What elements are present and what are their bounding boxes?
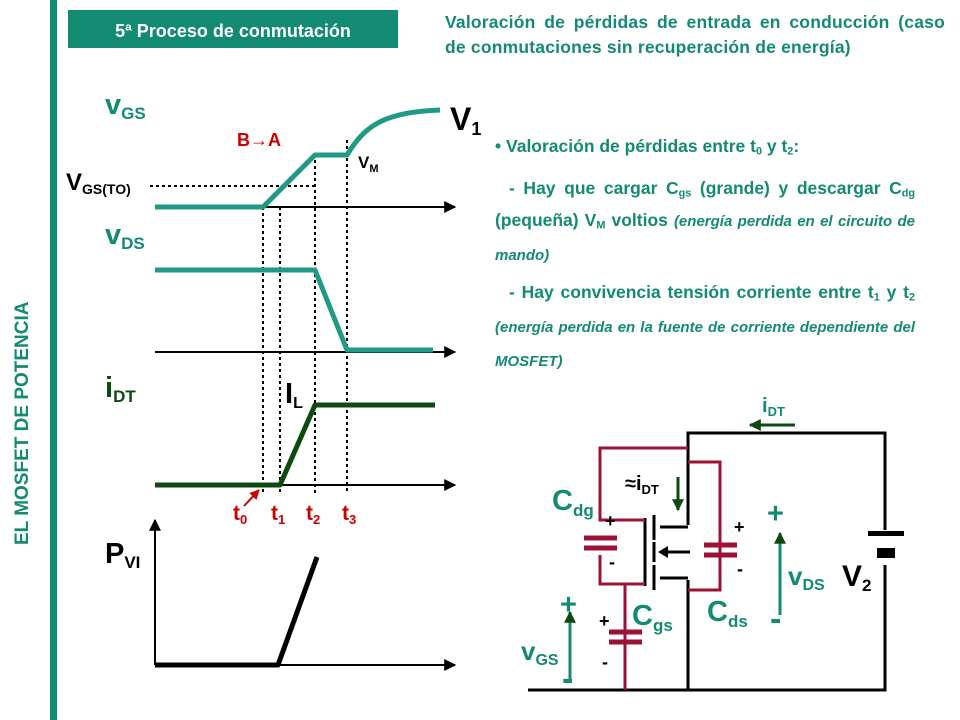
circuit-wires	[528, 431, 887, 692]
bullet-paragraph-1: - Hay que cargar Cgs (grande) y descarga…	[495, 178, 915, 264]
sign-cds-minus: -	[737, 559, 743, 579]
label-pvi: PVI	[105, 538, 140, 572]
label-circuit-vgs: vGS	[521, 636, 559, 669]
label-vgs: vGS	[105, 89, 146, 123]
label-v2: V2	[842, 560, 871, 595]
wire-battery-bottom	[528, 565, 887, 692]
wire-cds	[688, 460, 722, 592]
sign-cds-plus: +	[734, 517, 745, 537]
label-t1: t1	[271, 502, 285, 527]
bullet-paragraph-2: - Hay convivencia tensión corriente entr…	[495, 282, 915, 370]
waveforms	[155, 107, 441, 668]
capacitor-cds	[704, 542, 737, 558]
substrate-arrow-head	[658, 546, 668, 558]
label-idt: iDT	[105, 372, 136, 406]
label-cgs: Cgs	[632, 600, 673, 635]
label-vm: VM	[358, 153, 379, 175]
bullet-list: • Valoración de pérdidas entre t0 y t2: …	[495, 130, 915, 382]
circuit-capacitor-wires	[598, 446, 722, 690]
wire-cdg-bottom	[598, 555, 625, 586]
label-v1: V1	[450, 101, 481, 139]
label-ba: B→A	[237, 130, 281, 150]
sign-vgs-plus: +	[560, 589, 577, 621]
waveform-pvi	[155, 556, 320, 668]
sign-cgs-minus: -	[602, 652, 608, 672]
time-markers	[150, 140, 348, 493]
waveform-vgs	[155, 107, 441, 210]
sign-vgs-minus: -	[562, 660, 573, 698]
sign-cdg-plus: +	[605, 511, 616, 531]
label-circuit-idt-approx: ≈iDT	[625, 473, 659, 497]
label-vds: vDS	[105, 219, 145, 253]
capacitor-cgs	[609, 629, 642, 645]
label-il: IL	[285, 378, 303, 412]
battery-v2	[868, 531, 904, 558]
t0-pointer-arrow	[243, 489, 260, 507]
label-circuit-vds: vDS	[788, 561, 825, 594]
wire-top-loop	[686, 431, 887, 530]
waveform-vds	[155, 267, 433, 353]
capacitor-cdg	[584, 535, 617, 551]
label-t3: t3	[342, 502, 356, 527]
side-accent-bar	[50, 0, 57, 720]
section-title: 5ª Proceso de conmutación	[68, 10, 398, 48]
sign-cgs-plus: +	[599, 611, 610, 631]
label-circuit-idt-top: iDT	[762, 395, 785, 419]
label-vgsto: VGS(TO)	[66, 169, 131, 197]
label-t0: t0	[233, 502, 247, 527]
waveform-idt	[155, 402, 435, 488]
bullet-1: • Valoración de pérdidas entre t0 y t2:	[495, 136, 800, 158]
sign-vds-minus: -	[770, 600, 781, 638]
label-cdg: Cdg	[552, 485, 594, 520]
sign-cdg-minus: -	[609, 552, 615, 572]
wire-cdg	[598, 446, 688, 522]
label-cds: Cds	[707, 596, 748, 631]
label-t2: t2	[306, 502, 320, 527]
slide-heading: Valoración de pérdidas de entrada en con…	[445, 12, 945, 57]
sign-vds-plus: +	[767, 498, 784, 530]
